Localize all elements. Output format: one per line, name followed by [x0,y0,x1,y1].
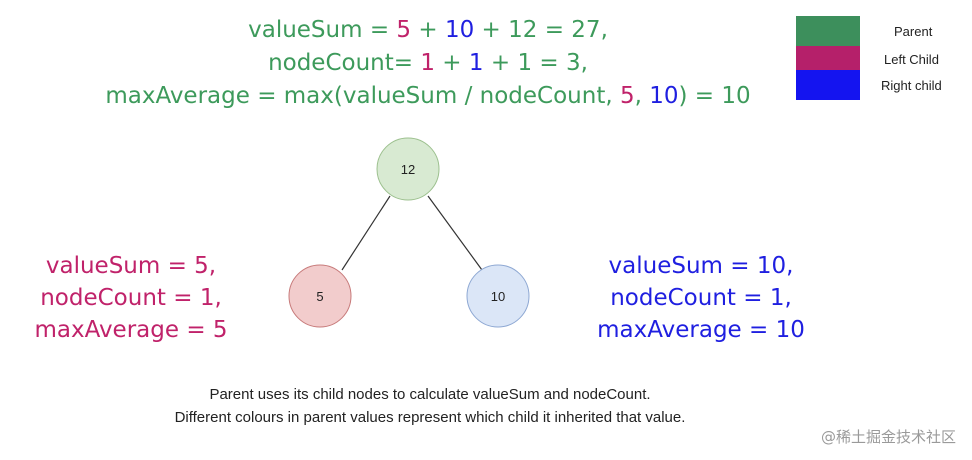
formula-rest: + 12 = 27, [474,17,608,43]
formula-plus: + [435,50,469,76]
left-info-line-1: valueSum = 5, [45,253,217,279]
formula-lhs: valueSum = [248,17,397,43]
right-value: 1 [468,50,484,76]
legend-label-parent: Parent [894,24,933,39]
formula-sep: , [634,83,650,109]
formula-rest: + 1 = 3, [483,50,588,76]
left-value: 5 [396,17,412,43]
right-value: 10 [444,17,475,43]
caption-line-1: Parent uses its child nodes to calculate… [209,386,651,403]
edge-root-right [427,195,483,271]
left-value: 1 [420,50,435,76]
left-info-line-2: nodeCount = 1, [40,285,222,311]
top-formula-line-1: valueSum = 5 + 10 + 12 = 27, [0,19,856,42]
top-formula-line-2: nodeCount= 1 + 1 + 1 = 3, [0,52,856,75]
formula-lhs: maxAverage = max(valueSum / nodeCount, [105,83,620,109]
right-info-line-3: maxAverage = 10 [597,317,805,343]
root-node [376,137,440,201]
left-value: 5 [619,83,635,109]
formula-plus: + [411,17,445,43]
right-info-line-2: nodeCount = 1, [610,285,792,311]
caption-line-2: Different colours in parent values repre… [174,409,686,426]
legend-swatch-right-child [796,70,860,100]
left-child-node-label: 5 [316,289,323,304]
top-formula-line-3: maxAverage = max(valueSum / nodeCount, 5… [0,85,856,108]
edge-root-left [341,195,391,271]
formula-lhs: nodeCount= [268,50,421,76]
watermark: @稀土掘金技术社区 [820,428,956,446]
root-node-label: 12 [401,162,415,177]
legend-swatch-parent [796,16,860,46]
legend-label-left-child: Left Child [884,52,939,67]
right-info-line-1: valueSum = 10, [608,253,794,279]
right-child-node [466,264,530,328]
legend-label-right-child: Right child [881,78,942,93]
formula-rest: ) = 10 [678,83,751,109]
right-value: 10 [649,83,679,109]
right-child-node-label: 10 [491,289,505,304]
left-child-node [288,264,352,328]
left-info-line-3: maxAverage = 5 [34,317,228,343]
